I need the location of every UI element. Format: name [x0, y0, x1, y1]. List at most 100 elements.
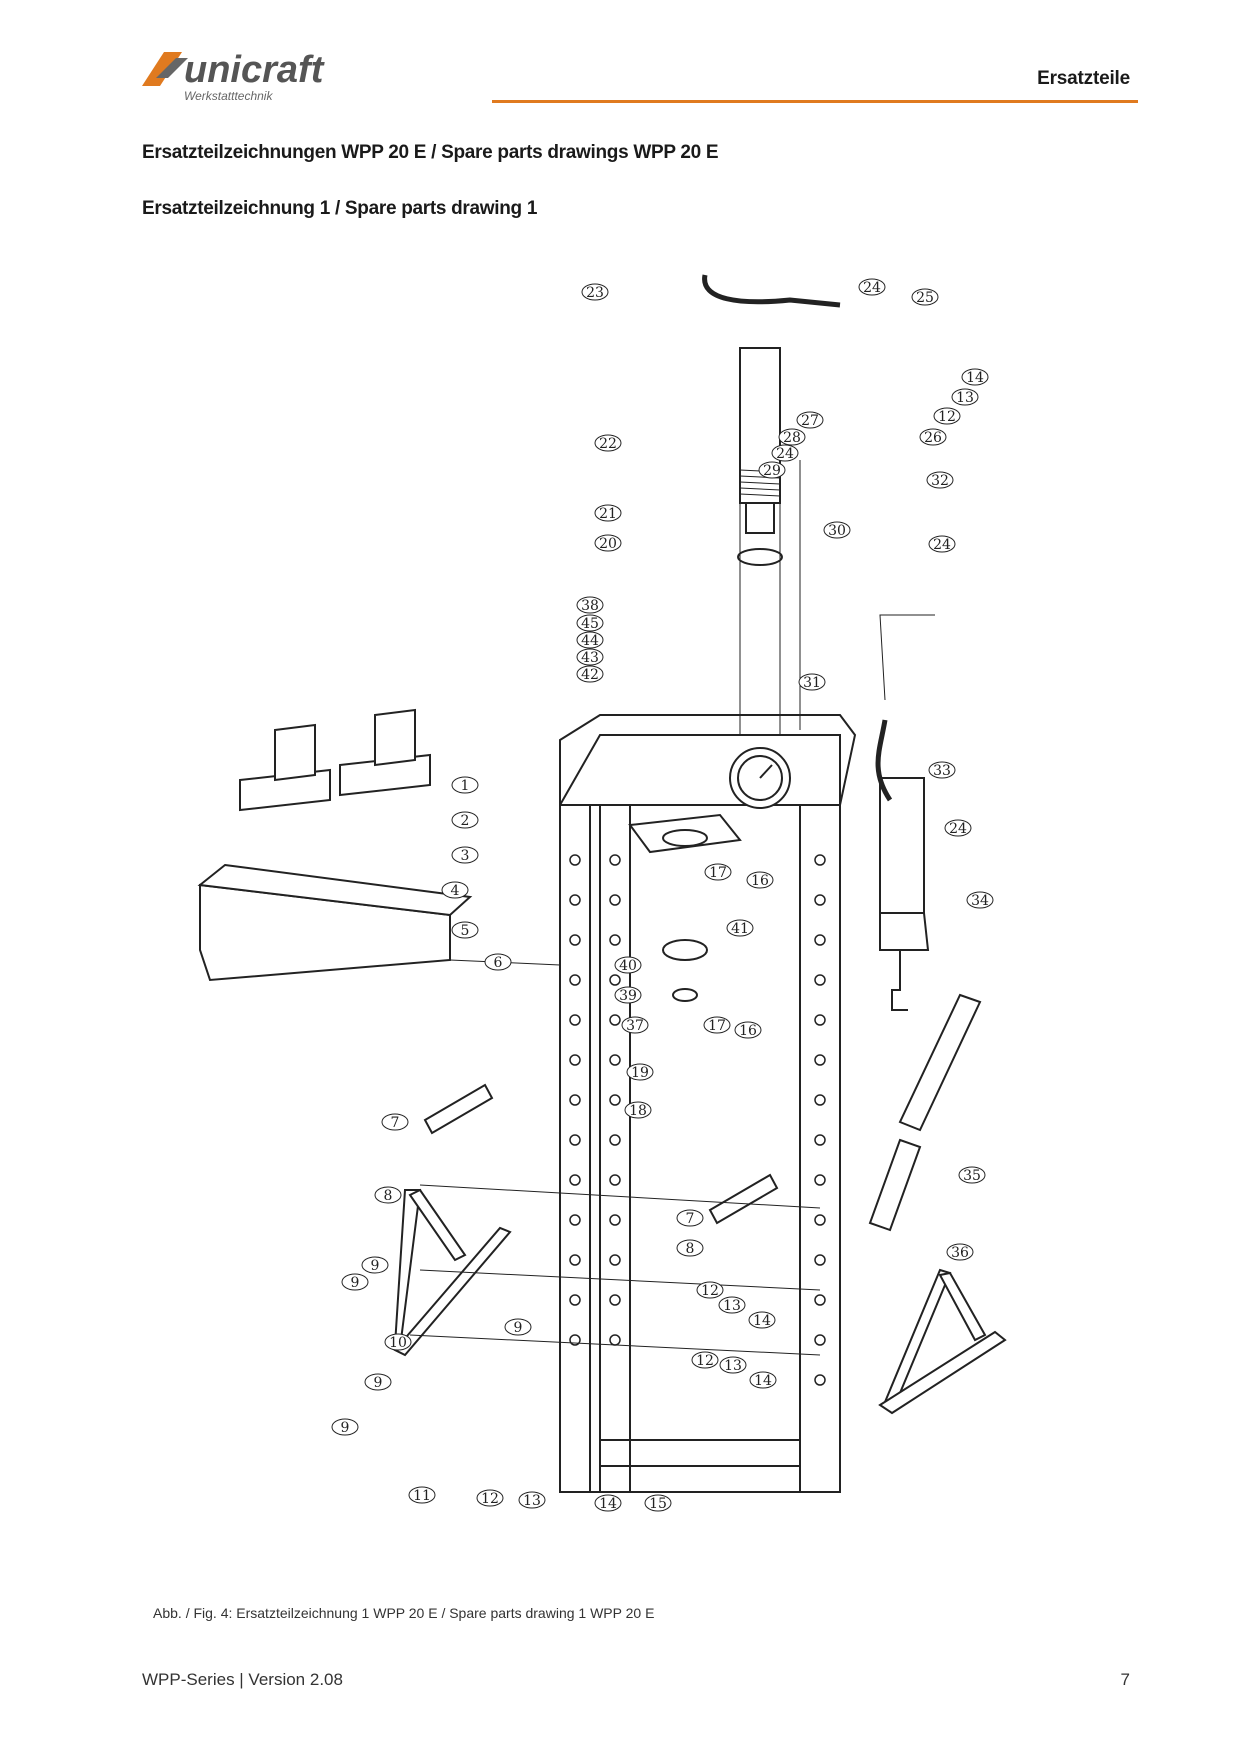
part-label: 18 — [624, 1101, 652, 1119]
svg-text:6: 6 — [494, 955, 503, 971]
svg-text:24: 24 — [949, 821, 967, 837]
part-label: 9 — [504, 1318, 532, 1336]
svg-text:30: 30 — [828, 523, 846, 539]
svg-text:7: 7 — [391, 1115, 400, 1131]
part-label: 29 — [758, 461, 786, 479]
part-label: 12 — [696, 1281, 724, 1299]
part-label: 9 — [341, 1273, 369, 1291]
cylinder — [739, 347, 781, 504]
header-rule — [492, 100, 1138, 103]
svg-text:23: 23 — [586, 285, 604, 301]
part-label: 10 — [384, 1333, 412, 1351]
part-label: 16 — [746, 871, 774, 889]
svg-text:9: 9 — [514, 1320, 523, 1336]
svg-text:13: 13 — [724, 1358, 742, 1374]
part-label: 26 — [919, 428, 947, 446]
svg-text:15: 15 — [649, 1496, 667, 1512]
part-label: 3 — [451, 846, 479, 864]
svg-text:9: 9 — [371, 1258, 380, 1274]
svg-text:22: 22 — [599, 436, 617, 452]
part-label: 14 — [961, 368, 989, 386]
part-label: 12 — [476, 1489, 504, 1507]
svg-text:9: 9 — [351, 1275, 360, 1291]
hose — [702, 274, 841, 308]
svg-text:21: 21 — [599, 506, 617, 522]
part-label: 23 — [581, 283, 609, 301]
part-label: 37 — [621, 1016, 649, 1034]
svg-text:20: 20 — [599, 536, 617, 552]
svg-text:14: 14 — [599, 1496, 617, 1512]
part-label: 41 — [726, 919, 754, 937]
svg-text:29: 29 — [763, 463, 781, 479]
part-label: 5 — [451, 921, 479, 939]
svg-text:13: 13 — [723, 1298, 741, 1314]
svg-text:32: 32 — [931, 473, 949, 489]
part-label: 1 — [451, 776, 479, 794]
part-label: 9 — [331, 1418, 359, 1436]
svg-text:24: 24 — [863, 280, 881, 296]
svg-text:8: 8 — [686, 1241, 695, 1257]
spare-parts-drawing: 23 24 25 14 13 12 26 27 28 24 29 30 32 2… — [197, 274, 1007, 1512]
part-label: 32 — [926, 471, 954, 489]
logo-mark-grey — [156, 58, 188, 78]
svg-text:37: 37 — [626, 1018, 644, 1034]
svg-text:11: 11 — [413, 1488, 431, 1504]
svg-text:18: 18 — [629, 1103, 647, 1119]
part-label: 16 — [734, 1021, 762, 1039]
svg-text:14: 14 — [753, 1313, 771, 1329]
svg-text:43: 43 — [581, 650, 599, 666]
part-label: 22 — [594, 434, 622, 452]
svg-text:24: 24 — [776, 446, 794, 462]
svg-text:1: 1 — [461, 778, 470, 794]
part-label: 35 — [958, 1166, 986, 1184]
svg-text:16: 16 — [751, 873, 769, 889]
part-label: 17 — [703, 1016, 731, 1034]
svg-text:42: 42 — [581, 667, 599, 683]
part-label: 17 — [704, 863, 732, 881]
svg-text:4: 4 — [451, 883, 460, 899]
svg-text:34: 34 — [971, 893, 989, 909]
svg-text:13: 13 — [523, 1493, 541, 1509]
stand-foot-right — [878, 1330, 1007, 1415]
part-label: 11 — [408, 1486, 436, 1504]
part-label: 13 — [951, 388, 979, 406]
part-label: 19 — [626, 1063, 654, 1081]
pin-left — [423, 1083, 494, 1135]
part-label: 33 — [928, 761, 956, 779]
part-label: 24 — [944, 819, 972, 837]
page-heading: Ersatzteilzeichnungen WPP 20 E / Spare p… — [142, 142, 719, 163]
ring-nut — [737, 548, 783, 566]
part-label: 8 — [676, 1239, 704, 1257]
part-label: 34 — [966, 891, 994, 909]
svg-text:12: 12 — [701, 1283, 719, 1299]
part-label: 39 — [614, 986, 642, 1004]
figure-caption: Abb. / Fig. 4: Ersatzteilzeichnung 1 WPP… — [153, 1605, 655, 1621]
part-label: 28 — [778, 428, 806, 446]
svg-text:12: 12 — [481, 1491, 499, 1507]
part-label: 9 — [364, 1373, 392, 1391]
drawing-heading: Ersatzteilzeichnung 1 / Spare parts draw… — [142, 198, 538, 219]
frame-bottom-beam — [599, 1439, 801, 1467]
pump-lever — [898, 993, 982, 1132]
part-label: 7 — [676, 1209, 704, 1227]
part-label: 24 — [771, 444, 799, 462]
svg-text:31: 31 — [803, 675, 821, 691]
svg-text:26: 26 — [924, 430, 942, 446]
part-label: 43 — [576, 648, 604, 666]
adapter — [672, 988, 698, 1002]
part-label: 14 — [594, 1494, 622, 1512]
part-label: 42 — [576, 665, 604, 683]
svg-text:19: 19 — [631, 1065, 649, 1081]
part-label: 13 — [719, 1356, 747, 1374]
part-label: 4 — [441, 881, 469, 899]
part-label: 31 — [798, 673, 826, 691]
svg-text:36: 36 — [951, 1245, 969, 1261]
pin-right — [708, 1173, 779, 1225]
svg-text:13: 13 — [956, 390, 974, 406]
svg-text:14: 14 — [754, 1373, 772, 1389]
svg-text:12: 12 — [938, 409, 956, 425]
part-label: 30 — [823, 521, 851, 539]
section-title: Ersatzteile — [1037, 68, 1130, 89]
svg-text:44: 44 — [581, 633, 599, 649]
svg-text:45: 45 — [581, 616, 599, 632]
